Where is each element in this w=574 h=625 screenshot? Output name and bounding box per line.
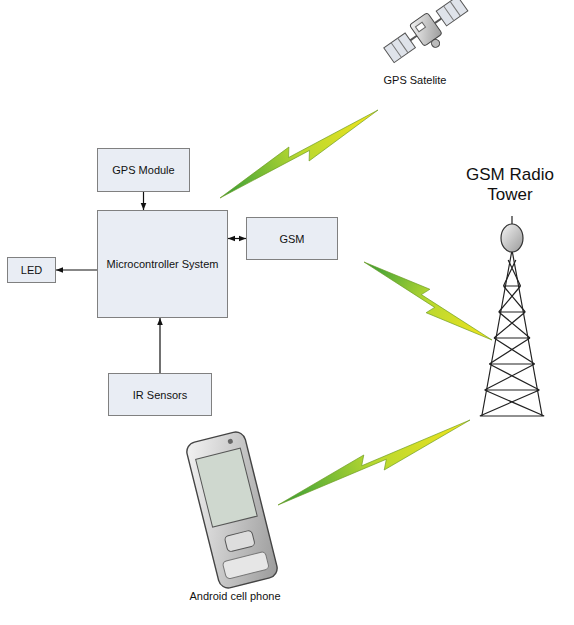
output-box: LED	[7, 257, 56, 283]
connector-arrow	[143, 192, 144, 210]
module-box: GPS Module	[97, 148, 190, 192]
wireless-link	[215, 100, 498, 515]
caption-label: GPS Satelite	[370, 74, 460, 86]
connector-arrow	[56, 269, 97, 270]
controller-box: Microcontroller System	[97, 210, 228, 318]
satellite-icon	[382, 0, 475, 72]
box-label: Microcontroller System	[103, 258, 223, 270]
module-box: GSM	[246, 217, 338, 260]
box-label: LED	[17, 264, 46, 276]
phone-icon	[185, 430, 280, 590]
connector-arrow	[228, 238, 246, 239]
radio-tower-icon	[480, 216, 544, 416]
lightning-bolt	[358, 253, 497, 350]
caption-label: GSM Radio Tower	[460, 165, 560, 205]
connector-arrow	[159, 318, 160, 373]
sensor-box: IR Sensors	[108, 373, 212, 416]
lightning-bolt	[274, 410, 475, 515]
lightning-bolt	[215, 100, 384, 207]
box-label: IR Sensors	[129, 389, 191, 401]
caption-label: Android cell phone	[170, 590, 300, 602]
box-label: GSM	[275, 233, 308, 245]
box-label: GPS Module	[108, 164, 178, 176]
